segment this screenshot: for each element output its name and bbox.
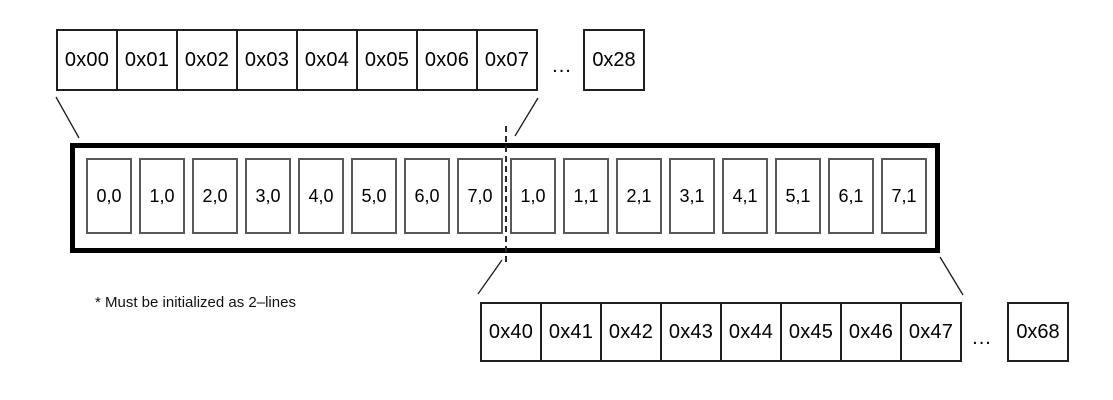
word-row: 0,0 1,0 2,0 3,0 4,0 5,0 6,0 7,0 1,0 1,1 … [86, 158, 927, 234]
top-row-ellipsis: ... [552, 54, 572, 77]
word-cell: 4,1 [722, 158, 768, 234]
connector-bottom-right-line [939, 256, 964, 296]
word-cell: 1,1 [563, 158, 609, 234]
bottom-address-row: 0x40 0x41 0x42 0x43 0x44 0x45 0x46 0x47 [480, 302, 962, 362]
top-address-last-cell: 0x28 [583, 29, 645, 91]
top-address-cell: 0x06 [416, 29, 478, 91]
word-cell: 6,0 [404, 158, 450, 234]
bottom-address-last-cell: 0x68 [1007, 302, 1069, 362]
word-cell: 7,0 [457, 158, 503, 234]
top-address-row: 0x00 0x01 0x02 0x03 0x04 0x05 0x06 0x07 [56, 29, 538, 91]
word-cell: 5,1 [775, 158, 821, 234]
word-cell: 2,0 [192, 158, 238, 234]
bottom-address-cell: 0x45 [780, 302, 842, 362]
connector-bottom-left-line [477, 259, 503, 295]
connector-top-left-line [55, 96, 80, 139]
word-cell: 2,1 [616, 158, 662, 234]
bottom-row-ellipsis: ... [972, 326, 992, 349]
word-cell: 1,0 [139, 158, 185, 234]
word-cell: 3,1 [669, 158, 715, 234]
word-cell: 1,0 [510, 158, 556, 234]
word-cell: 5,0 [351, 158, 397, 234]
half-line-dashed-divider [505, 126, 507, 266]
top-address-cell: 0x01 [116, 29, 178, 91]
footnote: * Must be initialized as 2–lines [95, 294, 296, 311]
top-address-cell: 0x05 [356, 29, 418, 91]
word-cell: 7,1 [881, 158, 927, 234]
bottom-address-cell: 0x40 [480, 302, 542, 362]
bottom-address-cell: 0x47 [900, 302, 962, 362]
word-cell: 6,1 [828, 158, 874, 234]
bottom-address-cell: 0x46 [840, 302, 902, 362]
word-cell: 3,0 [245, 158, 291, 234]
bottom-address-cell: 0x43 [660, 302, 722, 362]
top-address-cell: 0x03 [236, 29, 298, 91]
top-address-cell: 0x02 [176, 29, 238, 91]
bottom-address-cell: 0x42 [600, 302, 662, 362]
top-address-cell: 0x04 [296, 29, 358, 91]
word-cell: 0,0 [86, 158, 132, 234]
bottom-address-cell: 0x41 [540, 302, 602, 362]
top-address-cell: 0x07 [476, 29, 538, 91]
word-cell: 4,0 [298, 158, 344, 234]
bottom-address-cell: 0x44 [720, 302, 782, 362]
connector-top-right-line [514, 97, 539, 137]
top-address-cell: 0x00 [56, 29, 118, 91]
